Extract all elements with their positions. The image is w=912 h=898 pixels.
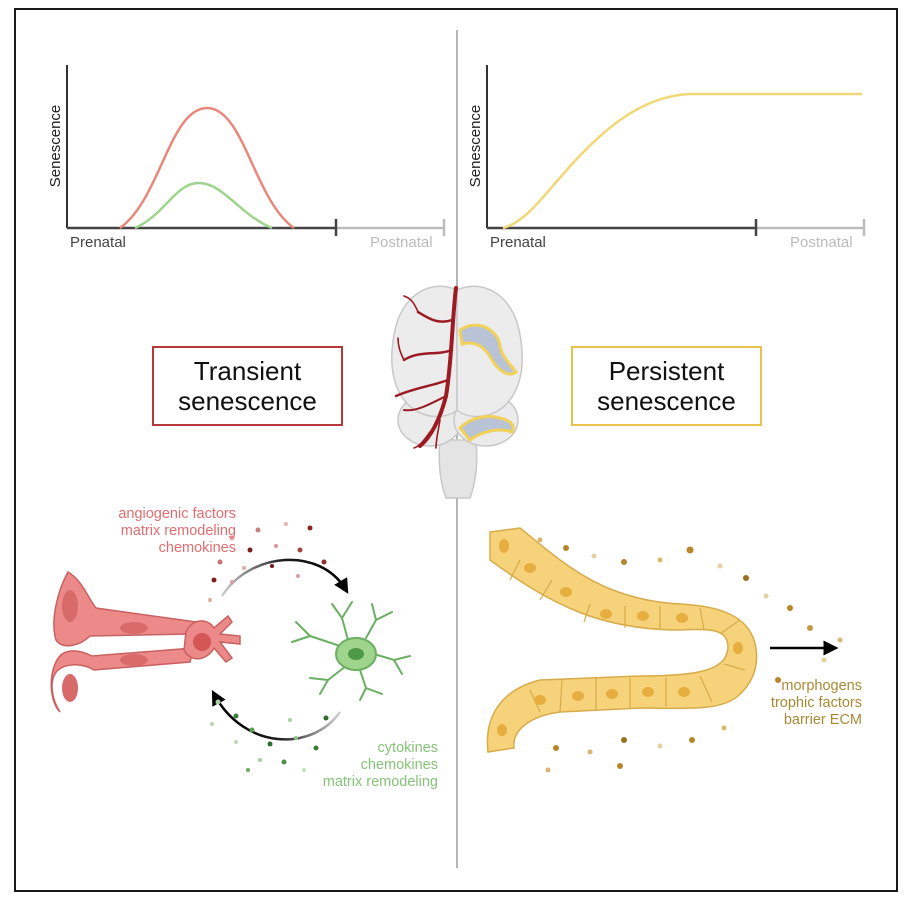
arrow-bottom-to-endothelium bbox=[211, 690, 342, 741]
factor-label: chemokines bbox=[360, 757, 438, 773]
endothelial-cells bbox=[50, 570, 241, 713]
secreted-factors-dots-right bbox=[537, 537, 843, 773]
left-y-label: Senescence bbox=[47, 105, 64, 188]
angiogenic-factors-list: angiogenic factors matrix remodeling che… bbox=[86, 506, 236, 557]
factor-label: trophic factors bbox=[770, 695, 862, 711]
factor-label: angiogenic factors bbox=[118, 506, 236, 522]
right-senescence-chart: Senescence Prenatal Postnatal bbox=[467, 65, 866, 251]
persistent-box-line1: Persistent bbox=[608, 356, 725, 386]
brain-ventricle-lower bbox=[457, 414, 515, 443]
brain-vessels bbox=[394, 286, 458, 449]
right-x-label-postnatal: Postnatal bbox=[790, 234, 853, 251]
right-x-label-prenatal: Prenatal bbox=[490, 234, 546, 251]
cytokine-factors-list: cytokines chemokines matrix remodeling bbox=[290, 740, 438, 791]
persistent-box-line2: senescence bbox=[597, 386, 736, 416]
transient-box-line1: Transient bbox=[193, 356, 302, 386]
factor-label: matrix remodeling bbox=[322, 774, 438, 790]
morphogen-factors-list: morphogens trophic factors barrier ECM bbox=[740, 678, 862, 729]
left-series-red-curve bbox=[119, 106, 295, 230]
factor-label: matrix remodeling bbox=[120, 523, 236, 539]
secreted-factors-dots-top bbox=[208, 522, 327, 602]
persistent-senescence-box: Persistent senescence bbox=[571, 346, 762, 426]
transient-senescence-box: Transient senescence bbox=[152, 346, 343, 426]
left-series-green-curve bbox=[134, 181, 273, 230]
transient-box-line2: senescence bbox=[178, 386, 317, 416]
brain-illustration bbox=[391, 285, 523, 499]
right-series-yellow-curve bbox=[502, 92, 862, 230]
factor-label: morphogens bbox=[781, 678, 862, 694]
secreted-factors-dots-bottom bbox=[210, 699, 329, 772]
brain-ventricle-upper bbox=[458, 323, 519, 376]
epithelial-tube bbox=[486, 527, 758, 753]
factor-label: barrier ECM bbox=[783, 712, 862, 728]
left-senescence-chart: Senescence Prenatal Postnatal bbox=[47, 65, 446, 251]
arrow-top-to-microglia bbox=[220, 558, 349, 597]
right-y-label: Senescence bbox=[467, 105, 484, 188]
left-x-label-prenatal: Prenatal bbox=[70, 234, 126, 251]
microglia-cell bbox=[291, 601, 411, 701]
factor-label: chemokines bbox=[158, 540, 236, 556]
factor-label: cytokines bbox=[377, 740, 438, 756]
left-x-label-postnatal: Postnatal bbox=[370, 234, 433, 251]
